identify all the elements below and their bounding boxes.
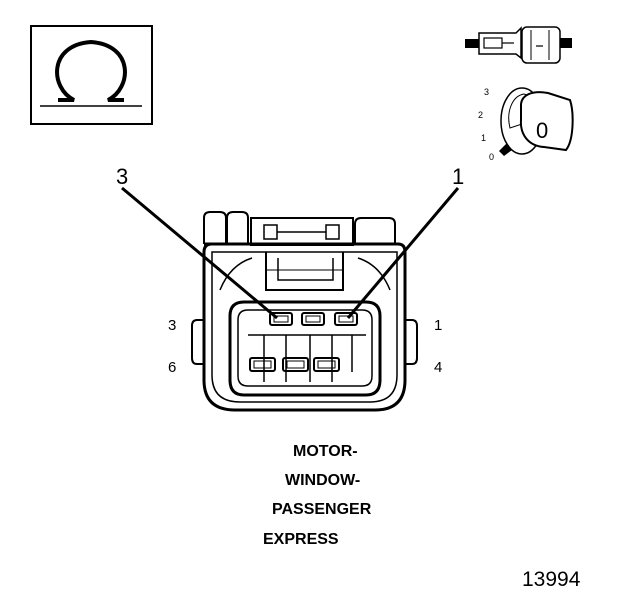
- key-current-position: 0: [536, 118, 548, 143]
- key-position-0: 0: [489, 152, 494, 162]
- leader-line-pin-3: [121, 186, 278, 320]
- figure-number: 13994: [522, 568, 581, 591]
- ohm-icon: [55, 39, 127, 102]
- pin-label-bottom-right: 4: [434, 359, 442, 376]
- caption-line-4: EXPRESS: [263, 531, 339, 548]
- pin-label-top-right: 1: [434, 317, 442, 334]
- ohm-symbol-box: [30, 25, 153, 125]
- pin-label-top-left: 3: [168, 317, 176, 334]
- ignition-key-icon: 3 2 1 0 0: [478, 87, 574, 162]
- pin-label-bottom-left: 6: [168, 359, 176, 376]
- key-position-2: 2: [478, 110, 483, 120]
- key-position-3: 3: [484, 87, 489, 97]
- leader-line-pin-1: [346, 187, 460, 319]
- caption-line-1: MOTOR-: [293, 443, 358, 460]
- key-position-1: 1: [481, 133, 486, 143]
- connector-body: [191, 211, 418, 412]
- caption-line-3: PASSENGER: [272, 501, 372, 518]
- callout-left: 3: [116, 164, 128, 189]
- connector-side-icon: [465, 26, 572, 64]
- caption-line-2: WINDOW-: [285, 472, 360, 489]
- callout-right: 1: [452, 164, 464, 189]
